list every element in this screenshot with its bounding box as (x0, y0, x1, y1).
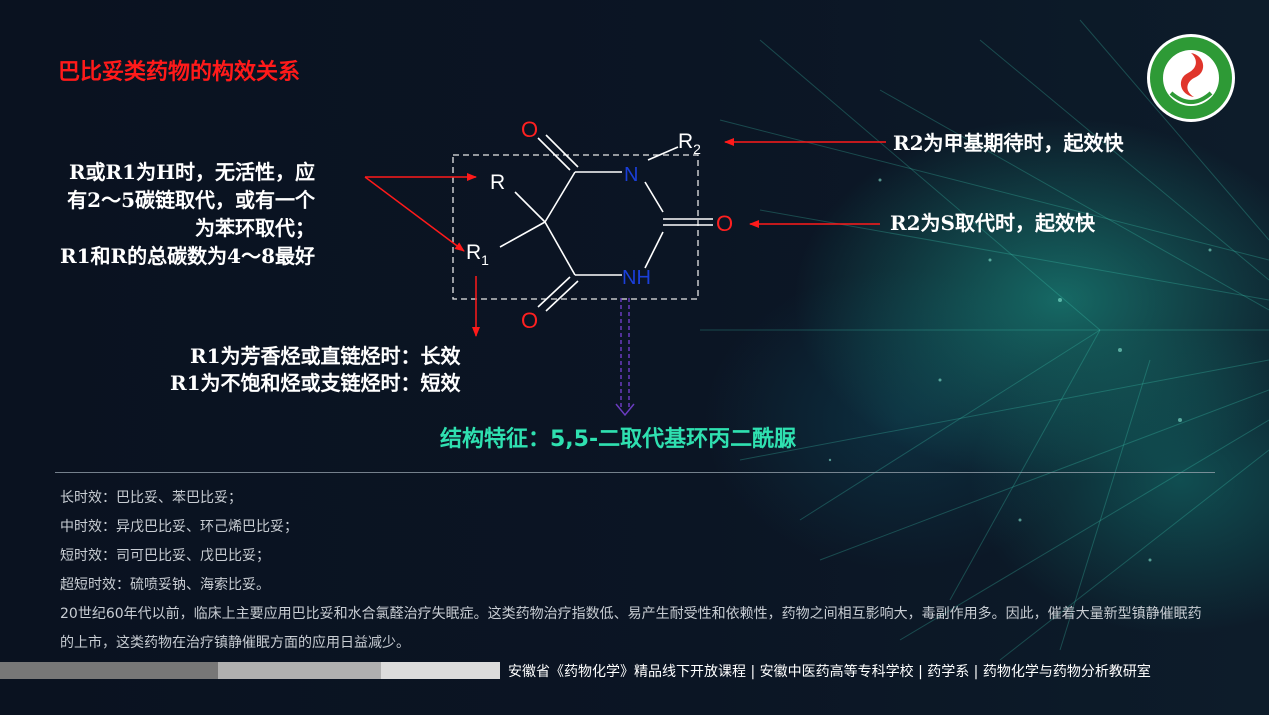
r1-note-line: R1为芳香烃或直链烃时：长效 (190, 344, 461, 368)
left-note-line: 为苯环取代； (195, 216, 315, 240)
oxygen-bottom-label: O (521, 308, 538, 333)
footer-text: 安徽省《药物化学》精品线下开放课程 | 安徽中医药高等专科学校 | 药学系 | … (508, 664, 1151, 680)
r1-annotation: R1为芳香烃或直链烃时：长效 R1为不饱和烃或支链烃时：短效 (170, 343, 461, 397)
feature-arrow-head-icon (615, 403, 635, 417)
left-note-line: R或R1为H时，无活性，应 (68, 160, 315, 184)
footer-bars (0, 662, 500, 679)
footer-bar-light (381, 662, 500, 679)
r-substituent-label: R (490, 171, 505, 194)
notes-line: 长时效：巴比妥、苯巴比妥； (60, 490, 242, 506)
nh-label: NH (622, 267, 651, 289)
notes-paragraph: 20世纪60年代以前，临床上主要应用巴比妥和水合氯醛治疗失眠症。这类药物治疗指数… (60, 606, 1202, 651)
r2-substituent-label: R2 (678, 130, 701, 157)
r2-methyl-annotation: R2为甲基期待时，起效快 (893, 131, 1124, 155)
annotation-arrows (364, 138, 886, 337)
school-emblem-icon (1147, 34, 1235, 122)
molecule-bonds (499, 134, 713, 312)
nitrogen-top-label: N (624, 164, 638, 186)
r1-substituent-label: R1 (466, 241, 489, 268)
feature-arrow (620, 298, 630, 410)
r1-note-line: R1为不饱和烃或支链烃时：短效 (170, 371, 461, 395)
r2-s-annotation: R2为S取代时，起效快 (890, 211, 1095, 235)
duration-notes: 长时效：巴比妥、苯巴比妥； 中时效：异戊巴比妥、环己烯巴比妥； 短时效：司可巴比… (60, 484, 1210, 658)
left-annotation: R或R1为H时，无活性，应 有2～5碳链取代，或有一个 为苯环取代； R1和R的… (60, 158, 315, 270)
page-title: 巴比妥类药物的构效关系 (58, 60, 301, 85)
oxygen-top-label: O (521, 117, 538, 142)
oxygen-right-label: O (716, 211, 733, 236)
left-note-line: 有2～5碳链取代，或有一个 (67, 188, 315, 212)
arrow-to-r1 (364, 176, 465, 252)
notes-line: 超短时效：硫喷妥钠、海索比妥。 (60, 577, 270, 593)
structure-feature-label: 结构特征：5,5-二取代基环丙二酰脲 (440, 427, 797, 452)
section-divider (55, 472, 1215, 473)
footer-bar-mid (218, 662, 381, 679)
notes-line: 中时效：异戊巴比妥、环己烯巴比妥； (60, 519, 298, 535)
left-note-line: R1和R的总碳数为4～8最好 (60, 244, 315, 268)
notes-line: 短时效：司可巴比妥、戊巴比妥； (60, 548, 270, 564)
core-highlight-box (452, 154, 699, 300)
footer-bar-dark (0, 662, 218, 679)
